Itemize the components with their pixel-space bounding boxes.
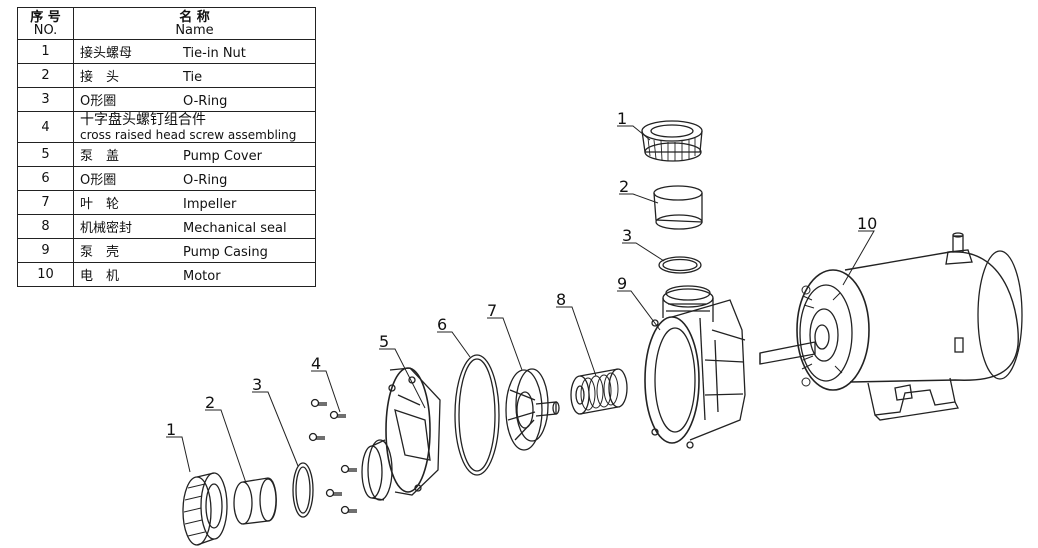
tie-in-nut-bottom: [182, 472, 228, 546]
callout-2-bottom: 2: [205, 393, 215, 412]
impeller: [505, 368, 560, 451]
o-ring-large: [454, 354, 500, 476]
callout-3-top: 3: [622, 226, 632, 245]
o-ring-top: [658, 256, 702, 274]
header-name: 名 称 Name: [73, 7, 316, 40]
row-no: 9: [17, 238, 74, 263]
callout-1-top: 1: [617, 109, 627, 128]
pump-casing: [644, 285, 746, 449]
callout-6: 6: [437, 315, 447, 334]
tie-in-nut-top: [641, 120, 703, 162]
o-ring-bottom: [292, 462, 314, 518]
pump-cover: [361, 367, 441, 501]
motor: [759, 232, 1023, 421]
row-no: 4: [17, 111, 74, 143]
row-no: 7: [17, 190, 74, 215]
header-no: 序 号 NO.: [17, 7, 74, 40]
callout-7: 7: [487, 301, 497, 320]
row-no: 10: [17, 262, 74, 287]
callout-5: 5: [379, 332, 389, 351]
mechanical-seal: [570, 368, 628, 415]
table-header: 序 号 NO. 名 称 Name: [17, 7, 316, 40]
tie-top: [653, 185, 703, 230]
row-no: 8: [17, 214, 74, 239]
callout-10: 10: [857, 214, 877, 233]
leader-lines: [166, 125, 875, 484]
callout-3-bottom: 3: [252, 375, 262, 394]
row-no: 2: [17, 63, 74, 88]
callout-4: 4: [311, 354, 321, 373]
tie-bottom: [233, 477, 277, 525]
callout-1-bottom: 1: [166, 420, 176, 439]
callout-8: 8: [556, 290, 566, 309]
callout-9: 9: [617, 274, 627, 293]
callout-2-top: 2: [619, 177, 629, 196]
screws: [308, 398, 357, 515]
